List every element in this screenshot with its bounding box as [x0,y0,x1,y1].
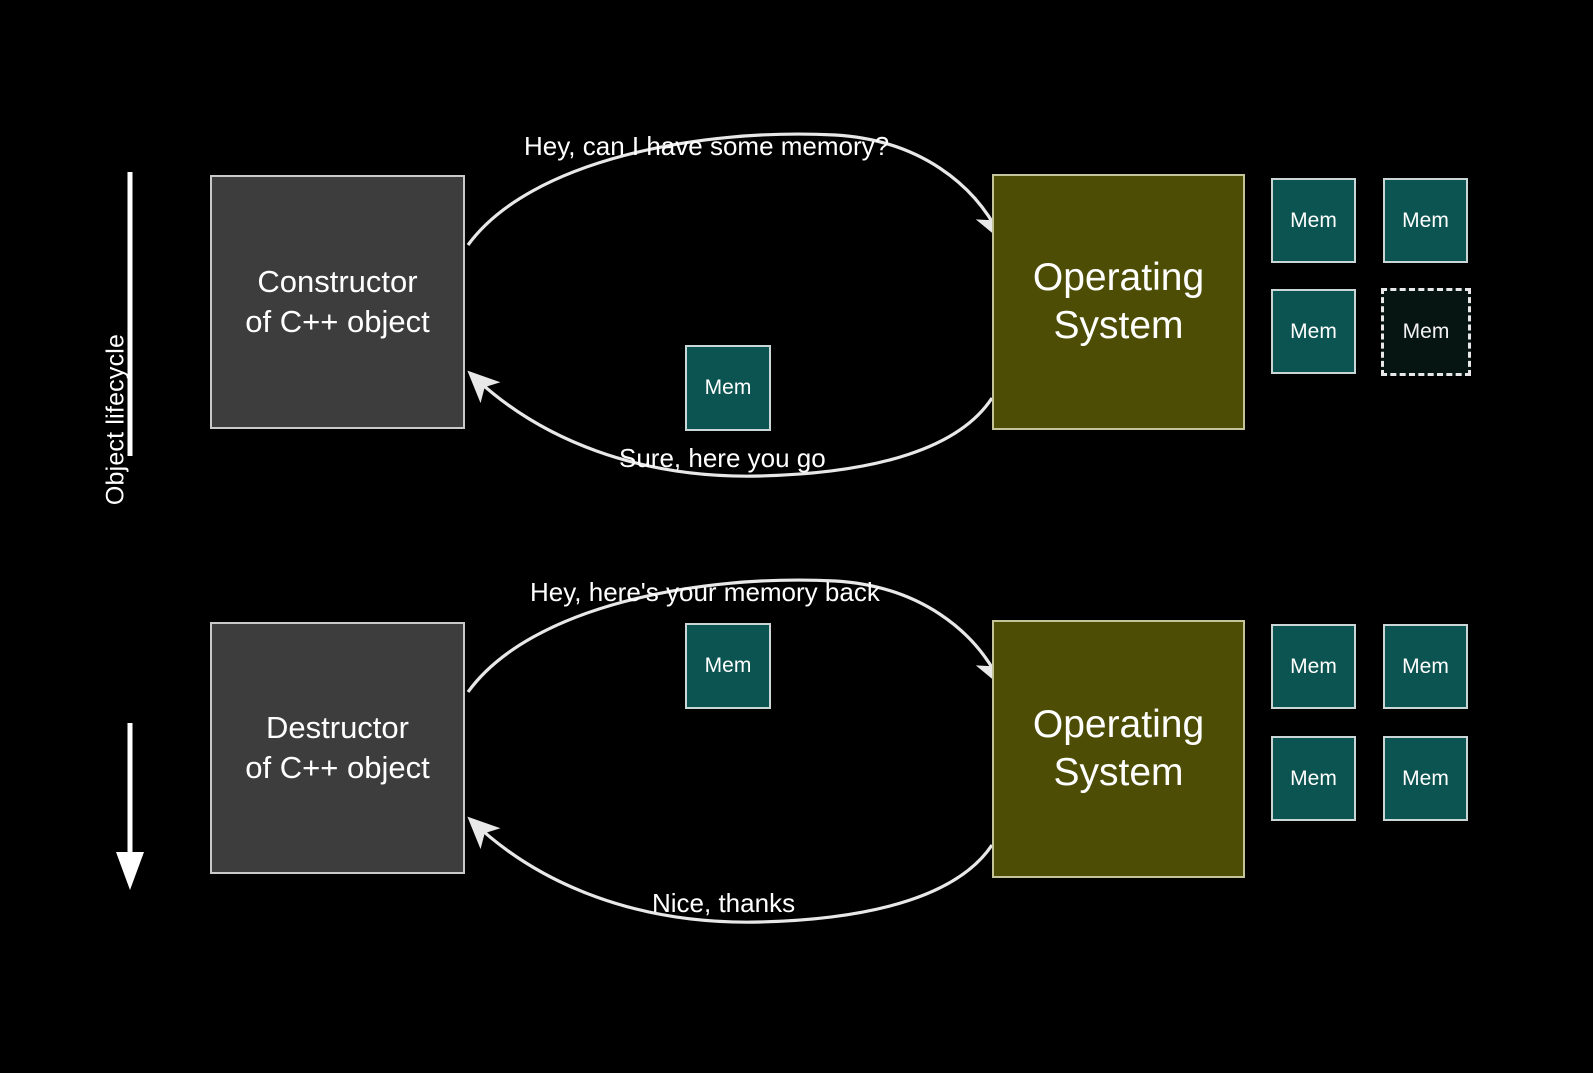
os-label-top-line2: System [1053,304,1184,347]
constructor-box[interactable]: Constructor of C++ object [210,175,465,429]
memory-block-in-transit-top: Mem [685,345,771,431]
memory-block-bottom-3: Mem [1383,736,1468,821]
caption-grant-memory: Sure, here you go [619,443,826,473]
destructor-label-line2: of C++ object [245,750,430,785]
destructor-box[interactable]: Destructor of C++ object [210,622,465,874]
memory-block-top-3-free: Mem [1381,288,1471,376]
os-label-bottom-line1: Operating [1032,703,1205,747]
object-lifecycle-label: Object lifecycle [101,333,130,506]
memory-block-top-0: Mem [1271,178,1356,263]
caption-acknowledge-memory: Nice, thanks [652,888,796,918]
memory-block-bottom-1: Mem [1383,624,1468,709]
constructor-label-line2: of C++ object [245,304,430,339]
memory-block-bottom-0: Mem [1271,624,1356,709]
constructor-label-line1: Constructor [257,263,418,299]
memory-block-in-transit-bottom: Mem [685,623,771,709]
os-label-bottom-line2: System [1053,751,1184,794]
memory-block-top-1: Mem [1383,178,1468,263]
destructor-label-line1: Destructor [266,709,409,745]
object-lifecycle-arrow-icon [116,172,144,890]
memory-block-bottom-2: Mem [1271,736,1356,821]
memory-block-top-2: Mem [1271,289,1356,374]
caption-request-memory: Hey, can I have some memory? [524,131,890,161]
operating-system-box-bottom[interactable]: Operating System [992,620,1245,878]
os-label-top-line1: Operating [1032,256,1205,300]
caption-return-memory: Hey, here's your memory back [530,577,880,607]
operating-system-box-top[interactable]: Operating System [992,174,1245,430]
